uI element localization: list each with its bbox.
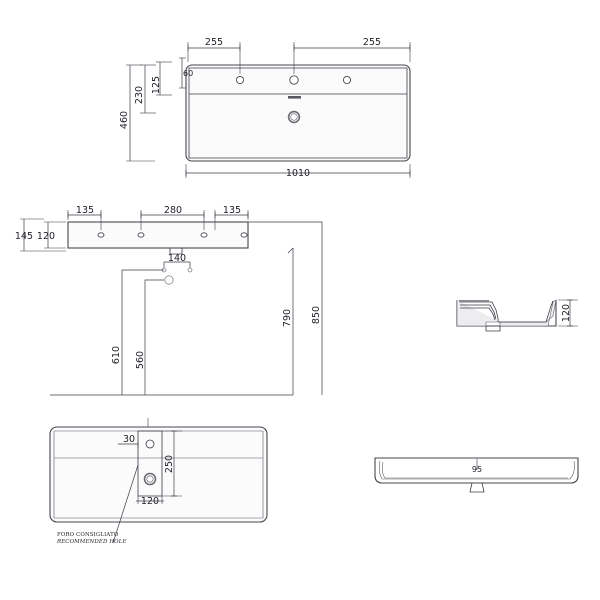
note-line-italian: FORO CONSIGLIATO (57, 532, 119, 538)
section-rim-hatch (459, 300, 489, 303)
tap-hole-right (342, 75, 352, 85)
overflow-slot (288, 96, 301, 99)
front-elevation-outline (374, 457, 579, 484)
waste-outlet (164, 275, 174, 285)
bottom-view-outline (49, 426, 268, 523)
dimension-125-label: 125 (151, 76, 162, 94)
waste-point-right (187, 267, 193, 273)
dimension-230: 230 (134, 64, 156, 114)
front-elevation-inner-2 (382, 461, 568, 479)
bottom-view-inner (53, 430, 264, 519)
section-left-wall-3 (460, 307, 496, 321)
front-elevation-basin: 95 (374, 457, 579, 493)
dimension-120-height: 120 (37, 221, 66, 249)
dimension-135-right-label: 135 (223, 205, 241, 216)
recommended-hole-note: FORO CONSIGLIATO RECOMMENDED HOLE (56, 464, 139, 545)
dimension-790-label: 790 (282, 309, 293, 327)
front-elevation-waste (469, 482, 485, 493)
dim-850-line (248, 221, 323, 395)
bottom-view-basin (49, 418, 268, 523)
dimension-60-label: 60 (183, 69, 193, 78)
plan-tap-hole-3 (200, 232, 208, 238)
dimension-255-right: 255 (293, 37, 411, 74)
dimension-135-right: 135 (214, 205, 249, 230)
dim-610-leader (121, 269, 164, 395)
note-leader-line (112, 464, 139, 544)
plan-tap-hole-2 (137, 232, 145, 238)
section-basin-floor (498, 300, 554, 323)
section-waste-lug (485, 326, 501, 332)
front-elevation-inner (379, 460, 575, 480)
recommended-hole-block (137, 430, 163, 497)
dimension-145: 145 (15, 218, 66, 252)
dimension-560-label: 560 (135, 351, 146, 369)
dimension-250-label: 250 (164, 455, 175, 473)
tap-hole-left (235, 75, 245, 85)
dimension-230-label: 230 (134, 86, 145, 104)
dimension-280-label: 280 (164, 205, 182, 216)
dimension-1010-label: 1010 (286, 168, 310, 179)
plan-tap-hole-4 (240, 232, 248, 238)
dimension-850-label: 850 (311, 306, 322, 324)
dimension-460-label: 460 (119, 111, 130, 129)
dimension-30: 30 (118, 434, 139, 448)
dimension-255-left-label: 255 (205, 37, 223, 48)
dimension-30-label: 30 (123, 434, 135, 445)
dimension-120-width: 120 (136, 496, 164, 507)
dimension-125: 125 (151, 61, 172, 96)
dimension-120-height-label: 120 (37, 231, 55, 242)
installation-height-dimensions: 140 610 560 790 850 (50, 221, 323, 396)
recommended-hole-lower (143, 472, 157, 486)
dimension-120-width-label: 120 (141, 496, 159, 507)
dimension-60: 60 (179, 57, 193, 89)
note-line-english: RECOMMENDED HOLE (56, 539, 127, 545)
dimension-255-left: 255 (187, 37, 241, 74)
plan-tap-hole-1 (97, 232, 105, 238)
section-view-basin (456, 299, 557, 332)
section-body-fill (456, 299, 557, 327)
dimension-250: 250 (162, 430, 182, 497)
dimension-135-left: 135 (67, 205, 102, 230)
plan-waste-lug (169, 248, 183, 255)
drain-inner (290, 113, 298, 121)
section-left-wall-2 (460, 304, 497, 320)
dim-790-tick (287, 247, 294, 254)
front-plan-outline (67, 221, 249, 249)
recommended-hole-lower-inner (146, 475, 154, 483)
dim-560-leader (144, 279, 164, 395)
dimension-135-left-label: 135 (76, 205, 94, 216)
dimension-460: 460 (119, 64, 155, 162)
top-view-inner-rim (188, 67, 408, 159)
dimension-120-section: 120 (558, 299, 578, 327)
dimension-255-right-label: 255 (363, 37, 381, 48)
tap-hole-center (289, 75, 299, 85)
drain-hole-top-view (287, 110, 301, 124)
top-view-basin (185, 64, 411, 162)
dimension-145-label: 145 (15, 231, 33, 242)
dimension-120-section-label: 120 (561, 304, 572, 322)
dimension-1010: 1010 (185, 164, 411, 179)
dimension-280: 280 (140, 205, 205, 230)
dim-140-ticks (163, 262, 191, 268)
dimension-610-label: 610 (111, 346, 122, 364)
dimension-95-label: 95 (472, 465, 482, 474)
dimension-140-label: 140 (168, 253, 186, 264)
front-plan-view (67, 221, 249, 255)
recommended-hole-upper (145, 439, 155, 449)
